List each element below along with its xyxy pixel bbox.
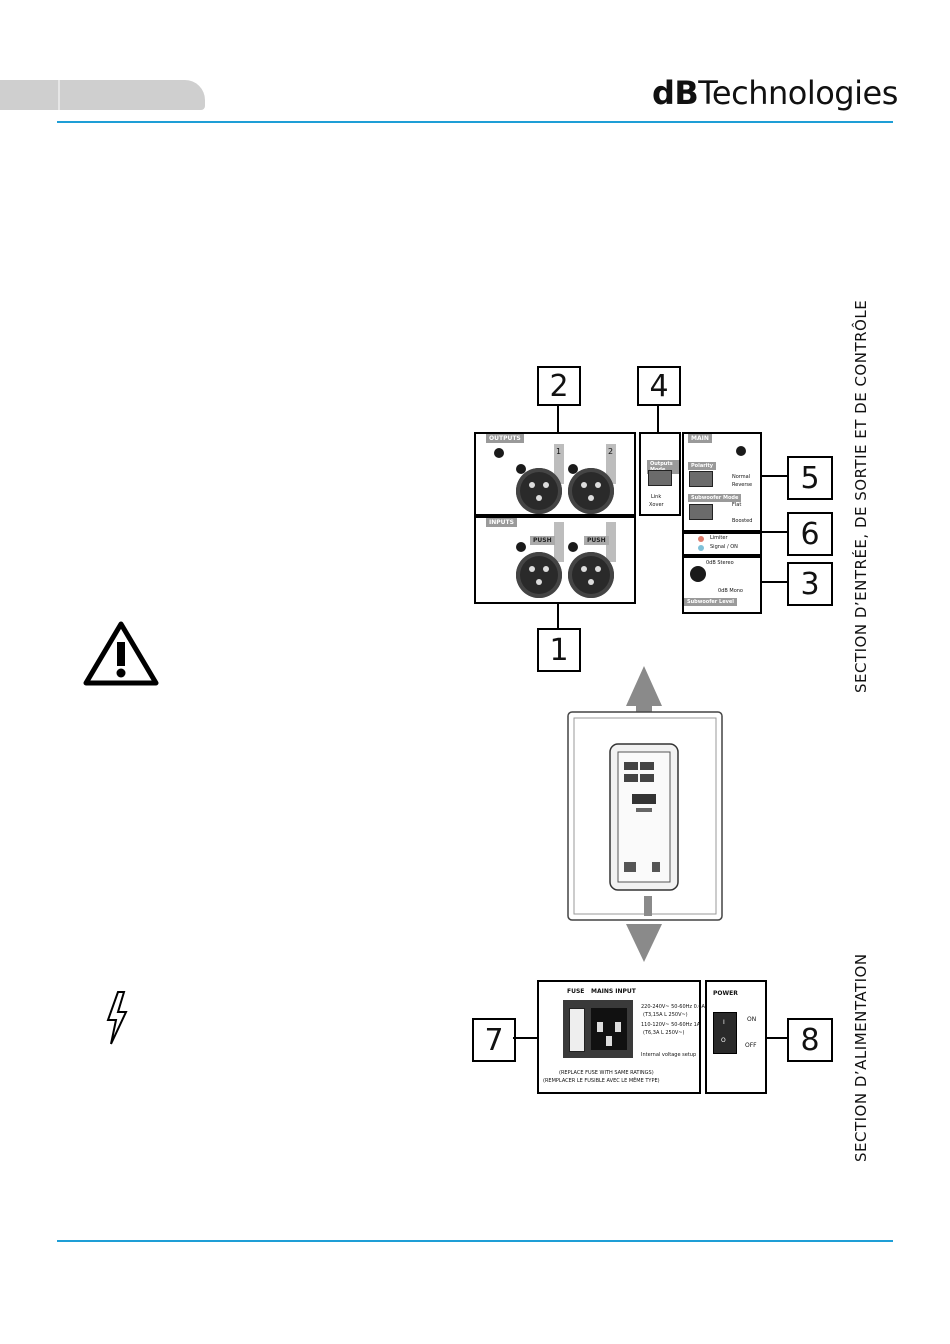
iec-inlet[interactable]: [563, 1000, 633, 1058]
header-rule: [57, 121, 893, 123]
brand-logo: dBTechnologies: [652, 74, 898, 112]
power-switch[interactable]: I O: [713, 1012, 737, 1054]
subwoofer-cabinet-illustration: [567, 666, 723, 962]
main-title: MAIN: [688, 434, 712, 443]
power-section-label: SECTION D’ALIMENTATION: [852, 953, 870, 1162]
level-panel: 0dB Stereo 0dB Mono Subwoofer Level: [682, 556, 762, 614]
xlr-input-1[interactable]: [516, 552, 562, 598]
led-panel: Limiter Signal / ON: [682, 532, 762, 556]
io-section-label: SECTION D’ENTRÉE, DE SORTIE ET DE CONTRÔ…: [852, 299, 870, 693]
polarity-button[interactable]: [689, 471, 713, 487]
section-tab: [0, 80, 205, 110]
footer-rule: [57, 1240, 893, 1242]
xlr-output-2[interactable]: [568, 468, 614, 514]
callout-8: 8: [787, 1018, 833, 1062]
signal-led-icon: [698, 545, 704, 551]
outputs-mode-button[interactable]: [648, 470, 672, 486]
power-input-panel: FUSE MAINS INPUT 220-240V~ 50-60Hz 0.6A …: [537, 980, 705, 1094]
callout-1: 1: [537, 628, 581, 672]
xlr-input-2[interactable]: [568, 552, 614, 598]
callout-7: 7: [472, 1018, 516, 1062]
outputs-panel: OUTPUTS 1 2: [474, 432, 636, 516]
subwoofer-mode-button[interactable]: [689, 504, 713, 520]
power-switch-panel: POWER I O ON OFF: [705, 980, 767, 1094]
inputs-panel: INPUTS PUSH PUSH: [474, 516, 636, 604]
inputs-title: INPUTS: [486, 518, 517, 527]
fuse-holder[interactable]: [569, 1008, 585, 1052]
warning-triangle-icon: [83, 621, 159, 686]
lightning-icon: [106, 991, 128, 1045]
main-panel: MAIN Polarity Normal Reverse Subwoofer M…: [682, 432, 762, 532]
outputs-title: OUTPUTS: [486, 434, 524, 443]
callout-3: 3: [787, 562, 833, 606]
limiter-led-icon: [698, 536, 704, 542]
subwoofer-level-knob[interactable]: [690, 566, 706, 582]
callout-6: 6: [787, 512, 833, 556]
callout-5: 5: [787, 456, 833, 500]
outputs-mode-panel: Outputs Mode Link Xover: [639, 432, 681, 516]
callout-2: 2: [537, 366, 581, 406]
xlr-output-1[interactable]: [516, 468, 562, 514]
callout-4: 4: [637, 366, 681, 406]
